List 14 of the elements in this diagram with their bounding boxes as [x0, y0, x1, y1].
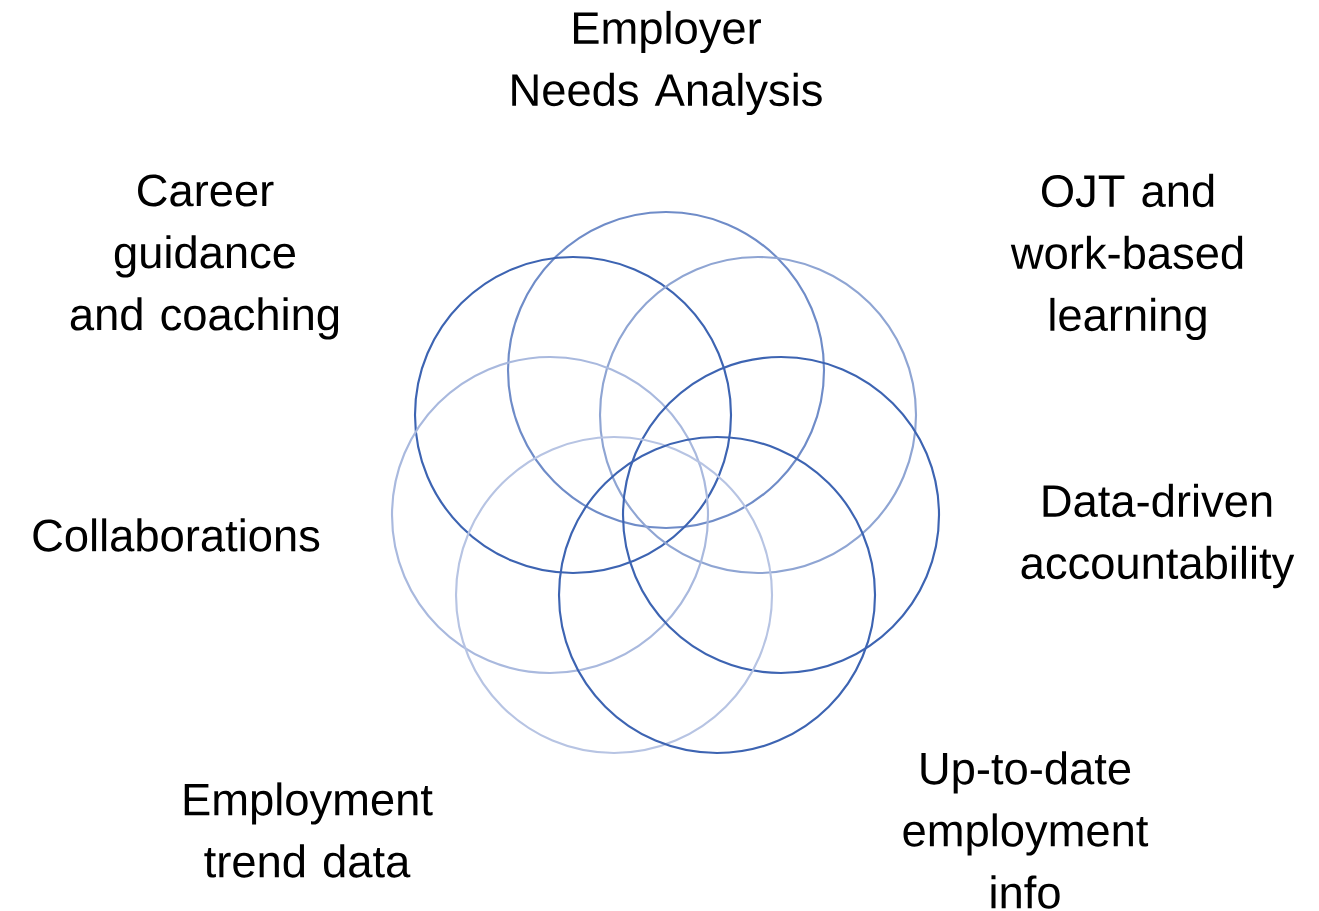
- circle: [413, 255, 733, 575]
- circle: [390, 355, 710, 675]
- label: OJT and work-based learning: [1010, 173, 1243, 341]
- circle: [506, 210, 826, 530]
- label: Employer Needs Analysis: [512, 10, 822, 116]
- label: Up-to-date employment info: [903, 751, 1149, 909]
- label: Data-driven accountability: [1021, 483, 1295, 589]
- circle: [557, 435, 877, 755]
- circle: [621, 355, 941, 675]
- label: Employment trend data: [184, 782, 433, 878]
- circle: [454, 435, 774, 755]
- circle: [598, 255, 918, 575]
- label: Career guidance and coaching: [70, 174, 339, 340]
- label: Collaborations: [33, 518, 320, 552]
